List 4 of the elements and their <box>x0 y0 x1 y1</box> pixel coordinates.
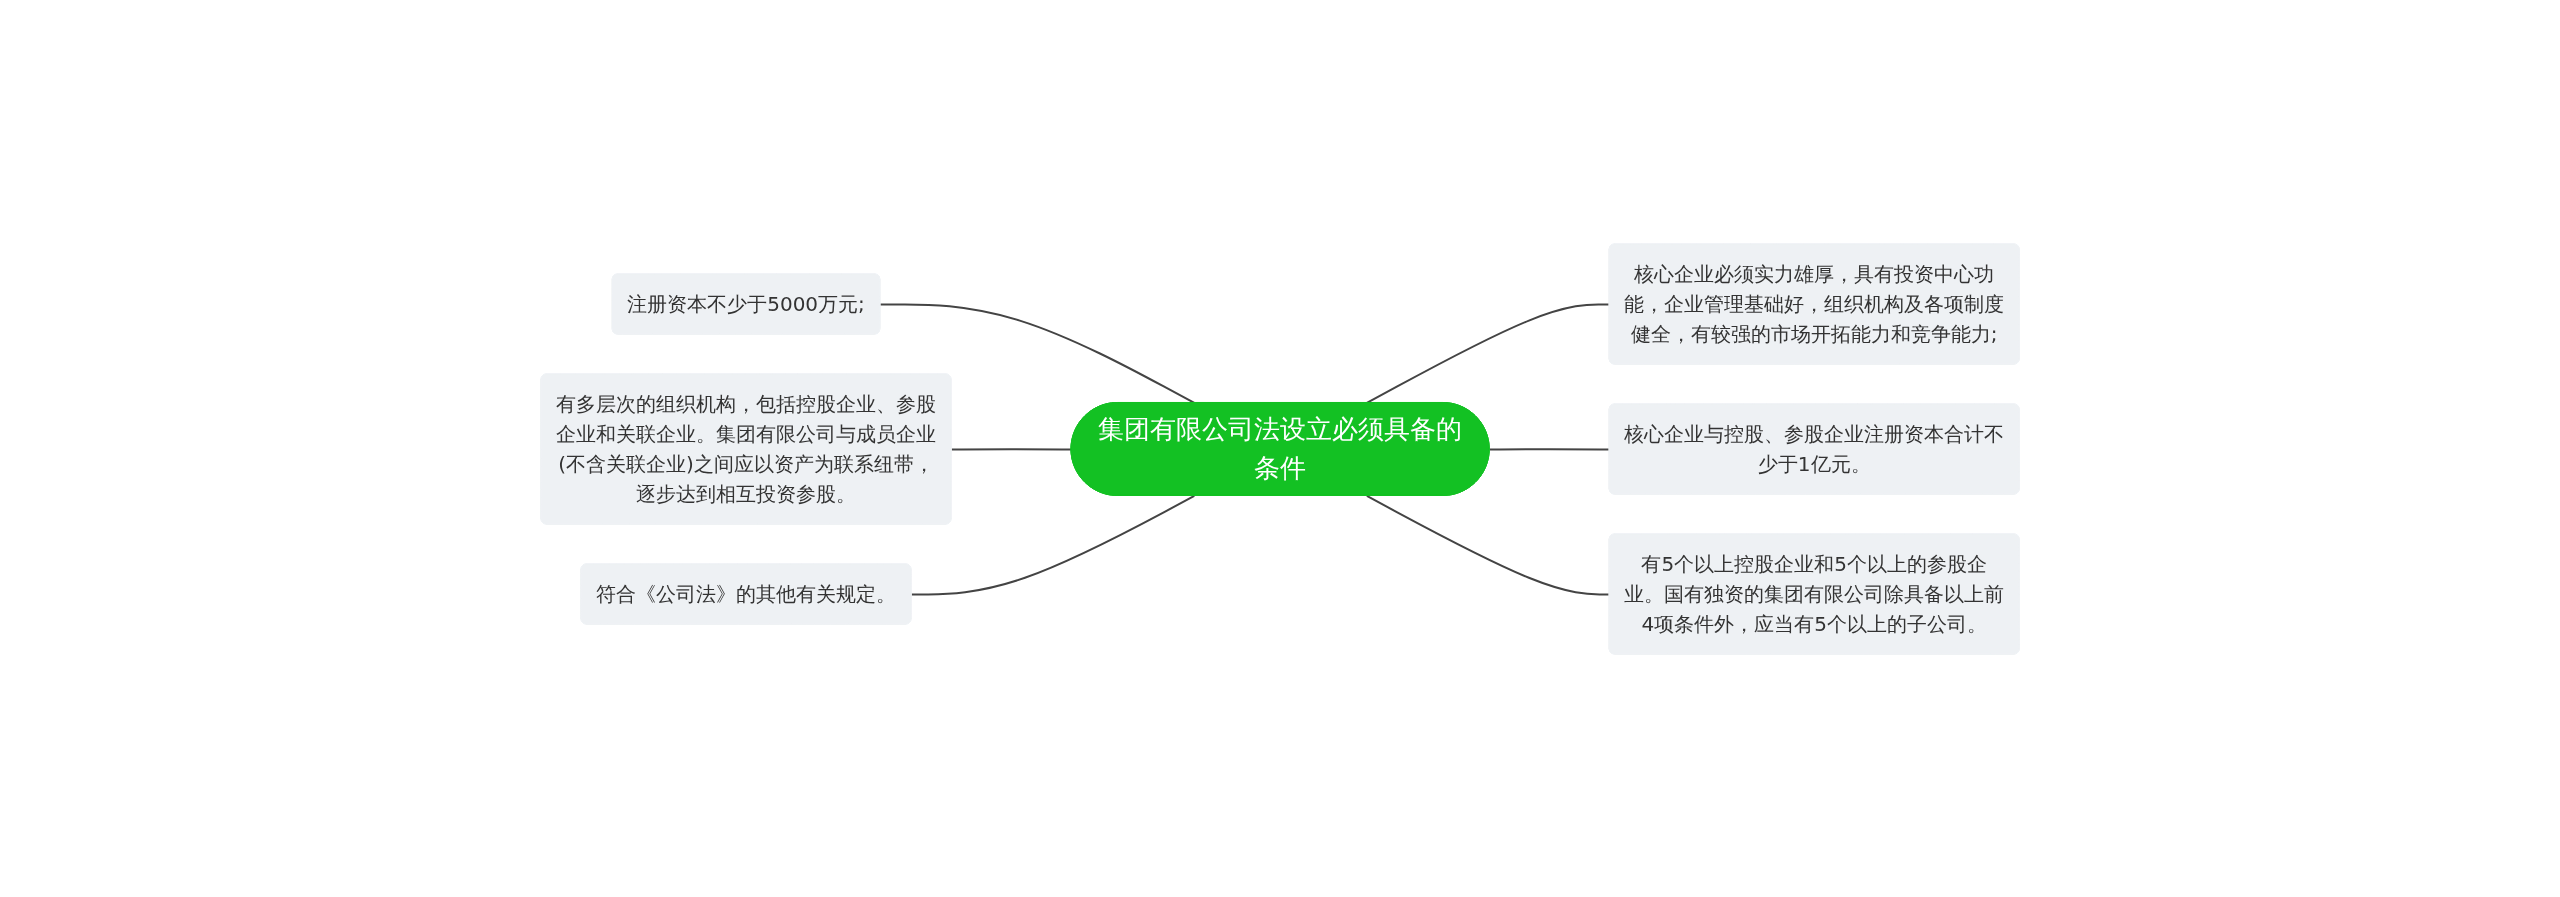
connector <box>1488 447 1611 450</box>
connector <box>910 494 1196 595</box>
connector <box>1365 494 1611 595</box>
connector <box>950 447 1073 450</box>
